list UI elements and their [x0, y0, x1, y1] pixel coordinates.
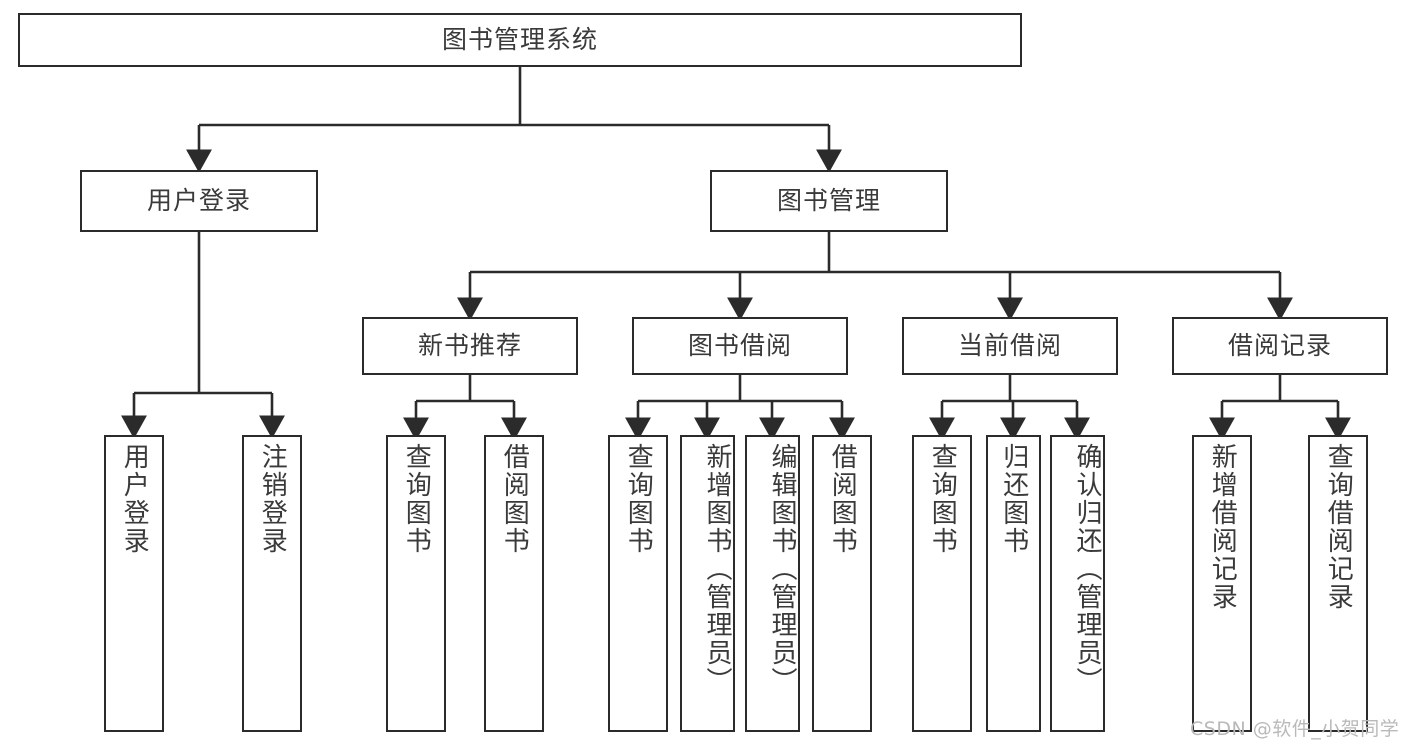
leaf-query-borrow-record[interactable]: 查询借阅记录 — [1308, 435, 1368, 732]
leaf-logout[interactable]: 注销登录 — [242, 435, 302, 732]
leaf-edit-book-admin[interactable]: 编辑图书（管理员） — [745, 435, 800, 732]
leaf-query-book-rec[interactable]: 查询图书 — [386, 435, 446, 732]
node-current-borrow[interactable]: 当前借阅 — [902, 317, 1118, 375]
leaf-return-book[interactable]: 归还图书 — [986, 435, 1041, 732]
node-new-book-recommend[interactable]: 新书推荐 — [362, 317, 578, 375]
node-user-login[interactable]: 用户登录 — [80, 170, 318, 232]
csdn-watermark: CSDN @软件_小贺同学 — [1190, 718, 1400, 740]
leaf-user-login[interactable]: 用户登录 — [104, 435, 164, 732]
node-book-borrow[interactable]: 图书借阅 — [632, 317, 848, 375]
node-root[interactable]: 图书管理系统 — [18, 13, 1022, 67]
leaf-add-book-admin[interactable]: 新增图书（管理员） — [680, 435, 735, 732]
node-book-management[interactable]: 图书管理 — [710, 170, 948, 232]
leaf-confirm-return-admin[interactable]: 确认归还（管理员） — [1050, 435, 1105, 732]
node-borrow-record[interactable]: 借阅记录 — [1172, 317, 1388, 375]
leaf-borrow-book[interactable]: 借阅图书 — [812, 435, 872, 732]
leaf-query-book-borrow[interactable]: 查询图书 — [608, 435, 668, 732]
leaf-query-book-current[interactable]: 查询图书 — [912, 435, 972, 732]
leaf-borrow-book-rec[interactable]: 借阅图书 — [484, 435, 544, 732]
leaf-add-borrow-record[interactable]: 新增借阅记录 — [1192, 435, 1252, 732]
